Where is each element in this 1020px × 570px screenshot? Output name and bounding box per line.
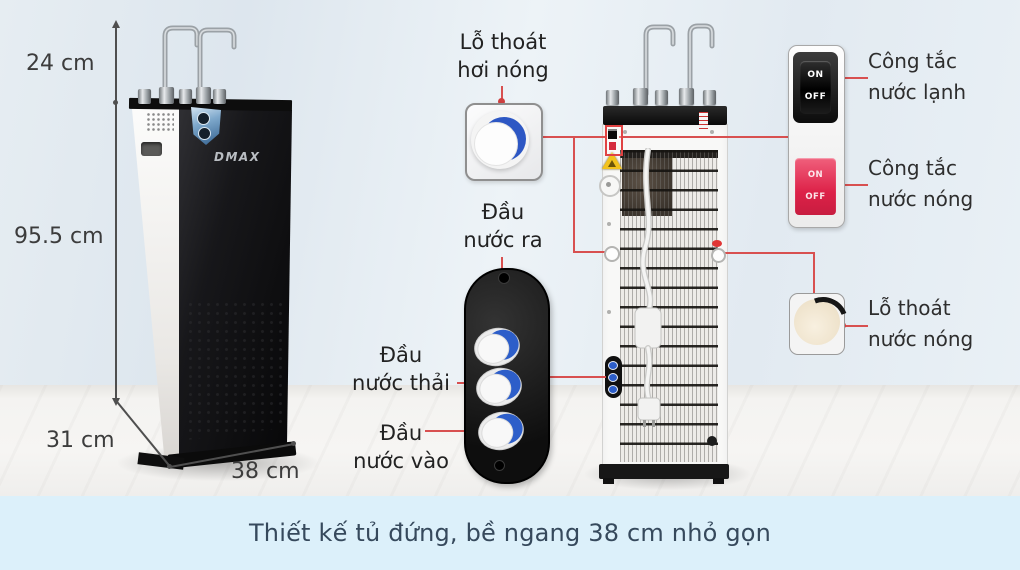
cabinet-hex-pattern xyxy=(186,300,286,440)
steam-vent-fitting xyxy=(604,246,620,262)
leader-line-steam-vent xyxy=(573,251,606,253)
dimension-body-height: 95.5 cm xyxy=(14,224,104,249)
dimension-line-vertical xyxy=(115,25,117,400)
water-waste-label-line1: Đầu xyxy=(379,343,423,367)
leader-dot xyxy=(498,98,505,105)
rear-connector xyxy=(608,361,618,370)
steam-vent-label-line1: Lỗ thoát xyxy=(459,30,547,54)
foot xyxy=(603,478,614,484)
top-fitting-nut xyxy=(606,90,619,105)
top-fitting-nut xyxy=(679,88,694,105)
screw xyxy=(623,130,627,134)
caption-bar: Thiết kế tủ đứng, bề ngang 38 cm nhỏ gọn xyxy=(0,496,1020,570)
leader-line-water-in xyxy=(425,430,493,432)
vent-grille xyxy=(146,112,174,133)
top-fitting-nut xyxy=(179,89,192,104)
foot xyxy=(713,478,724,484)
cold-switch-off-label: OFF xyxy=(804,92,827,102)
rear-connector xyxy=(608,373,618,382)
hot-drain-hole xyxy=(794,299,840,345)
faucet-icon xyxy=(643,23,715,97)
thermostat-dial-dot xyxy=(606,182,611,187)
leader-line-hot-drain-h xyxy=(722,252,815,254)
screw xyxy=(710,130,714,134)
water-out-label-line2: nước ra xyxy=(463,228,543,252)
badge-seal-top xyxy=(197,112,210,125)
dimension-node xyxy=(113,100,118,105)
water-in-label-line1: Đầu xyxy=(379,421,423,445)
dimension-width: 38 cm xyxy=(231,459,300,484)
hot-drain-label-line2: nước nóng xyxy=(868,327,974,351)
cold-switch-label-line1: Công tắc xyxy=(868,49,958,73)
top-fitting-nut xyxy=(213,89,226,104)
dimension-depth: 31 cm xyxy=(46,428,115,453)
dimension-node xyxy=(167,464,172,469)
dimension-arrow-top xyxy=(112,20,120,28)
water-out-label-line1: Đầu xyxy=(481,200,525,224)
spec-sticker xyxy=(699,112,708,130)
hot-switch-off-label: OFF xyxy=(805,192,826,202)
rear-cold-switch xyxy=(608,129,617,139)
leader-line-hot-drain-label xyxy=(843,325,868,327)
steam-vent-cap-top xyxy=(474,122,518,166)
leader-line-switches xyxy=(619,136,788,138)
top-fitting-nut xyxy=(159,87,174,104)
steam-vent-label: Lỗ thoát hơi nóng xyxy=(448,28,558,84)
brand-logo: DMAX xyxy=(214,150,261,164)
water-out-label: Đầu nước ra xyxy=(448,198,558,254)
dimension-faucet-height: 24 cm xyxy=(26,51,95,76)
top-fitting-nut xyxy=(196,87,211,104)
steam-vent-label-line2: hơi nóng xyxy=(457,58,549,82)
oval-notch-top xyxy=(498,272,510,284)
cold-switch-label: Công tắc nước lạnh xyxy=(868,46,998,108)
back-base xyxy=(599,464,729,479)
badge-seal-bottom xyxy=(198,127,211,140)
faucet-icon xyxy=(162,25,237,95)
cold-switch-label-line2: nước lạnh xyxy=(868,80,967,104)
hot-drain-label-line1: Lỗ thoát xyxy=(868,296,951,320)
power-cord xyxy=(634,148,662,427)
hot-drain-label: Lỗ thoát nước nóng xyxy=(868,293,1003,355)
leader-line-hot-switch xyxy=(837,184,868,186)
rear-hot-switch xyxy=(609,142,616,150)
top-fitting-nut xyxy=(633,88,648,105)
drain-knob xyxy=(707,436,717,446)
leader-line-steam-drop xyxy=(573,136,575,253)
leader-line-connectors xyxy=(546,376,606,378)
condenser-coil xyxy=(620,150,718,462)
water-waste-label-line2: nước thải xyxy=(352,371,450,395)
screw xyxy=(607,222,611,226)
hot-water-switch: ON OFF xyxy=(795,158,836,215)
dimension-node xyxy=(291,441,296,446)
caption-text: Thiết kế tủ đứng, bề ngang 38 cm nhỏ gọn xyxy=(248,519,772,547)
water-waste-label: Đầu nước thải xyxy=(345,341,457,397)
hot-drain-marker xyxy=(712,240,722,247)
side-handle xyxy=(141,142,162,156)
warning-triangle-inner xyxy=(608,160,616,167)
leader-line-cold-switch xyxy=(841,77,868,79)
hot-switch-label-line1: Công tắc xyxy=(868,156,958,180)
oval-notch-bottom xyxy=(494,460,505,471)
water-in-label-line2: nước vào xyxy=(353,449,449,473)
top-fitting-nut xyxy=(138,89,151,104)
back-top-cap xyxy=(603,106,727,125)
hot-drain-fitting xyxy=(711,248,726,263)
cold-water-switch-rocker: ON OFF xyxy=(800,61,831,114)
hot-switch-label: Công tắc nước nóng xyxy=(868,153,998,215)
cold-switch-on-label: ON xyxy=(807,70,824,80)
top-fitting-nut xyxy=(655,90,668,105)
leader-line-steam-label xyxy=(501,86,503,102)
screw xyxy=(607,310,611,314)
hot-switch-on-label: ON xyxy=(807,170,824,180)
leader-line-hot-drain-v xyxy=(813,252,815,294)
top-fitting-nut xyxy=(703,90,716,105)
water-in-label: Đầu nước vào xyxy=(345,419,457,475)
hot-switch-label-line2: nước nóng xyxy=(868,187,974,211)
rear-connector xyxy=(608,385,618,394)
